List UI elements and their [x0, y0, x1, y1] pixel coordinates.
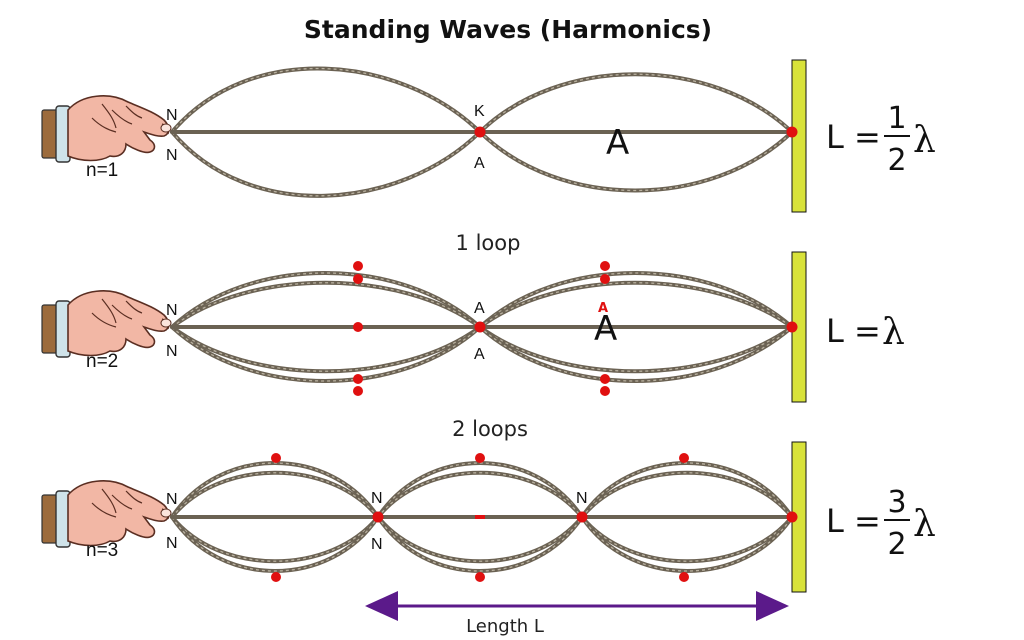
antinode-label: A — [594, 309, 617, 349]
fraction-numerator: 3 — [887, 485, 906, 520]
caption-1-loop: 1 loop — [456, 231, 521, 255]
caption-2-loops: 2 loops — [452, 417, 528, 441]
rope-loop — [580, 515, 794, 564]
antinode-dot — [353, 322, 363, 332]
antinode-dot — [679, 572, 689, 582]
node-dot — [786, 126, 798, 138]
harmonic-row-3: N N N N N n=3 L = 3 2 λ — [86, 453, 936, 582]
antinode-dot — [353, 261, 363, 271]
antinode-dot — [475, 572, 485, 582]
fraction-numerator: 1 — [887, 101, 906, 136]
antinode-dot — [353, 386, 363, 396]
node-label: N — [371, 536, 383, 553]
node-dot — [372, 511, 384, 523]
node-label: A — [474, 300, 485, 317]
diagram-title: Standing Waves (Harmonics) — [304, 15, 712, 44]
hand-icon-3 — [41, 480, 172, 548]
harmonic-label: n=1 — [86, 160, 118, 181]
rope-loop — [170, 470, 380, 519]
lambda-symbol: λ — [913, 120, 936, 161]
length-label: Length L — [466, 616, 544, 637]
fraction-denominator: 2 — [887, 143, 906, 178]
node-label: N — [576, 490, 588, 507]
lambda-symbol: λ — [913, 504, 936, 545]
rope-loop — [478, 130, 794, 193]
rope-loop — [170, 515, 380, 564]
fraction-denominator: 2 — [887, 527, 906, 562]
node-dot — [576, 511, 588, 523]
rope-loop — [170, 66, 482, 134]
node-dot — [474, 321, 486, 333]
equation-1: L = 1 2 λ — [826, 101, 936, 178]
node-label: A — [474, 346, 485, 363]
antinode-dot — [679, 453, 689, 463]
rope-loop — [170, 280, 482, 329]
equation-prefix: L = — [826, 502, 881, 540]
node-label: N — [166, 302, 178, 319]
antinode-dot — [475, 453, 485, 463]
rope-loop — [478, 280, 794, 329]
antinode-label-small: A — [598, 301, 608, 316]
rope-loop — [478, 72, 794, 134]
node-dot — [786, 511, 798, 523]
harmonic-row-1: N N K A A n=1 L = 1 2 λ — [86, 66, 936, 198]
equation-prefix: L = — [826, 312, 881, 350]
rope-loop — [580, 470, 794, 519]
antinode-dot — [600, 374, 610, 384]
rope-loop — [170, 130, 482, 198]
harmonic-label: n=3 — [86, 540, 118, 561]
antinode-dot — [600, 274, 610, 284]
antinode-dot — [353, 374, 363, 384]
node-label: N — [166, 535, 178, 552]
harmonic-label: n=2 — [86, 351, 118, 372]
rope-loop — [376, 515, 584, 564]
rope-loop — [376, 470, 584, 519]
node-dot — [474, 126, 486, 138]
antinode-dot — [600, 261, 610, 271]
antinode-dot — [353, 274, 363, 284]
rope-loop — [478, 325, 794, 374]
node-label: N — [371, 490, 383, 507]
lambda-symbol: λ — [882, 312, 905, 353]
harmonic-row-2: N N A A A A n=2 L = λ — [86, 261, 905, 396]
antinode-dot — [600, 386, 610, 396]
hand-icon-1 — [41, 95, 172, 163]
node-label: N — [166, 107, 178, 124]
antinode-dot — [475, 515, 485, 519]
equation-prefix: L = — [826, 118, 881, 156]
node-label: K — [474, 103, 485, 120]
antinode-dot — [271, 453, 281, 463]
node-label: N — [166, 343, 178, 360]
antinode-label: A — [606, 123, 629, 163]
antinode-dot — [271, 572, 281, 582]
node-label: N — [166, 147, 178, 164]
rope-loop — [170, 325, 482, 374]
node-dot — [786, 321, 798, 333]
node-label: A — [474, 155, 485, 172]
node-label: N — [166, 491, 178, 508]
equation-2: L = λ — [826, 312, 905, 353]
equation-3: L = 3 2 λ — [826, 485, 936, 562]
hand-icon-2 — [41, 290, 172, 358]
